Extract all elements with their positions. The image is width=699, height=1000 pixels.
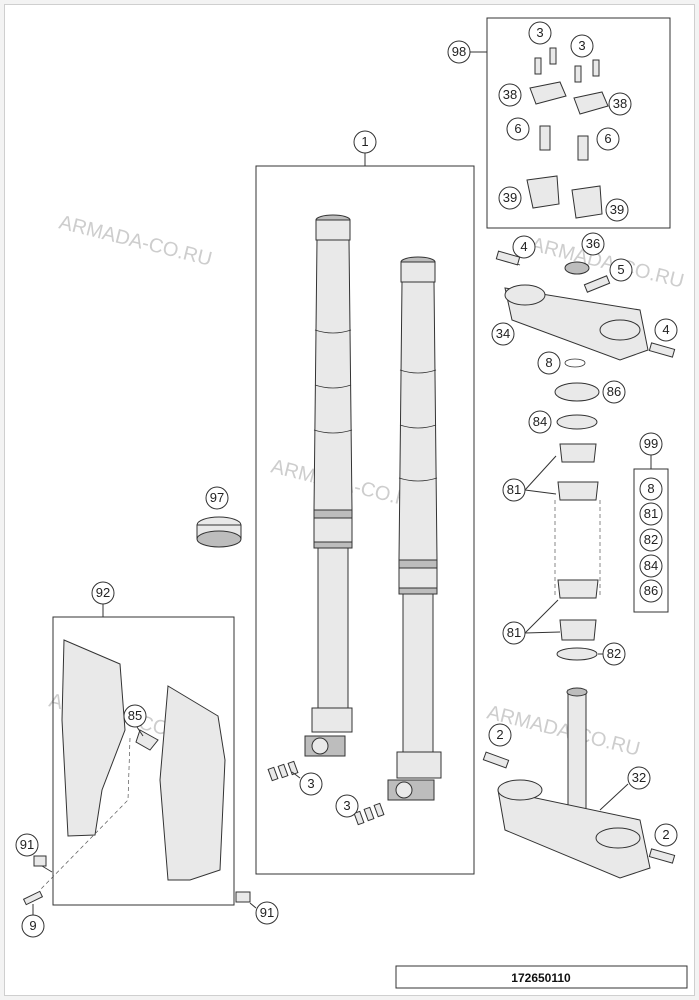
fork-nut: [196, 516, 242, 548]
callout-5[interactable]: [609, 258, 633, 282]
callout-91-a[interactable]: [15, 833, 39, 857]
callout-2-a[interactable]: [488, 723, 512, 747]
callout-98-label: 98: [452, 44, 466, 59]
callout-82-label: 82: [607, 646, 621, 661]
callout-3-a[interactable]: [528, 21, 552, 45]
callout-3-c-label: 3: [307, 776, 314, 791]
kit-99-item-8-label: 8: [647, 481, 654, 496]
kit-99-item-82[interactable]: [639, 528, 663, 552]
callout-2-b[interactable]: [654, 823, 678, 847]
callout-81-b[interactable]: [502, 621, 526, 645]
callout-2-a-label: 2: [496, 727, 503, 742]
callout-84[interactable]: [528, 410, 552, 434]
callout-98[interactable]: [447, 40, 471, 64]
callout-8-label: 8: [545, 355, 552, 370]
fork-guard-box-92: [52, 616, 235, 906]
callout-6-b-label: 6: [604, 131, 611, 146]
callout-6-b[interactable]: [596, 127, 620, 151]
steering-bearings: [554, 358, 601, 661]
callout-6-a-label: 6: [514, 121, 521, 136]
callout-6-a[interactable]: [506, 117, 530, 141]
lower-triple-clamp: [482, 687, 676, 879]
callout-5-label: 5: [617, 262, 624, 277]
callout-32-label: 32: [632, 770, 646, 785]
callout-3-b-label: 3: [578, 38, 585, 53]
callout-38-a-label: 38: [503, 87, 517, 102]
kit-99-item-8[interactable]: [639, 477, 663, 501]
callout-97-label: 97: [210, 490, 224, 505]
callout-36[interactable]: [581, 232, 605, 256]
callout-86[interactable]: [602, 380, 626, 404]
kit-99-item-84[interactable]: [639, 554, 663, 578]
callout-9-label: 9: [29, 918, 36, 933]
callout-36-label: 36: [586, 236, 600, 251]
callout-86-label: 86: [607, 384, 621, 399]
callout-3-b[interactable]: [570, 34, 594, 58]
callout-91-a-label: 91: [20, 837, 34, 852]
callout-9[interactable]: [21, 914, 45, 938]
callout-39-a[interactable]: [498, 186, 522, 210]
callout-99-label: 99: [644, 436, 658, 451]
kit-99-item-84-label: 84: [644, 558, 658, 573]
callout-1-label: 1: [361, 134, 368, 149]
callout-32[interactable]: [627, 766, 651, 790]
callout-2-b-label: 2: [662, 827, 669, 842]
callout-3-c[interactable]: [299, 772, 323, 796]
kit-99-item-82-label: 82: [644, 532, 658, 547]
reference-number-box: [395, 965, 688, 989]
kit-99-item-86-label: 86: [644, 583, 658, 598]
reference-number: 172650110: [511, 971, 571, 985]
axle-clamp-screws: [267, 760, 385, 826]
upper-triple-clamp: [495, 250, 676, 361]
callout-38-b-label: 38: [613, 96, 627, 111]
callout-4-a[interactable]: [512, 235, 536, 259]
callout-34-label: 34: [496, 326, 510, 341]
callout-3-d[interactable]: [335, 794, 359, 818]
fork-leg-left: [304, 214, 353, 757]
callout-39-a-label: 39: [503, 190, 517, 205]
callout-34[interactable]: [491, 322, 515, 346]
callout-3-d-label: 3: [343, 798, 350, 813]
callout-85-label: 85: [128, 708, 142, 723]
callouts: 98 3 3 38 38 6 6 39 39 1 4 36 5 34 4 8: [15, 21, 678, 938]
callout-4-a-label: 4: [520, 239, 527, 254]
callout-81-b-label: 81: [507, 625, 521, 640]
callout-39-b-label: 39: [610, 202, 624, 217]
callout-4-b-label: 4: [662, 322, 669, 337]
callout-81-a[interactable]: [502, 478, 526, 502]
callout-92-label: 92: [96, 585, 110, 600]
callout-39-b[interactable]: [605, 198, 629, 222]
kit-99-item-86[interactable]: [639, 579, 663, 603]
callout-1[interactable]: [353, 130, 377, 154]
fork-guards: [22, 639, 251, 906]
kit-99-item-81[interactable]: [639, 502, 663, 526]
callout-82[interactable]: [602, 642, 626, 666]
callout-85[interactable]: [123, 704, 147, 728]
callout-91-b-label: 91: [260, 905, 274, 920]
callout-97[interactable]: [205, 486, 229, 510]
handlebar-clamp-kit: [526, 47, 609, 219]
callout-99[interactable]: [639, 432, 663, 456]
watermark-1: ARMADA-CO.RU: [57, 212, 214, 271]
kit-98-box: [486, 17, 671, 229]
callout-92[interactable]: [91, 581, 115, 605]
callout-38-a[interactable]: [498, 83, 522, 107]
fork-leg-right: [387, 256, 442, 801]
callout-4-b[interactable]: [654, 318, 678, 342]
callout-3-a-label: 3: [536, 25, 543, 40]
callout-84-label: 84: [533, 414, 547, 429]
kit-99-item-81-label: 81: [644, 506, 658, 521]
callout-38-b[interactable]: [608, 92, 632, 116]
callout-8[interactable]: [537, 351, 561, 375]
callout-91-b[interactable]: [255, 901, 279, 925]
callout-81-a-label: 81: [507, 482, 521, 497]
